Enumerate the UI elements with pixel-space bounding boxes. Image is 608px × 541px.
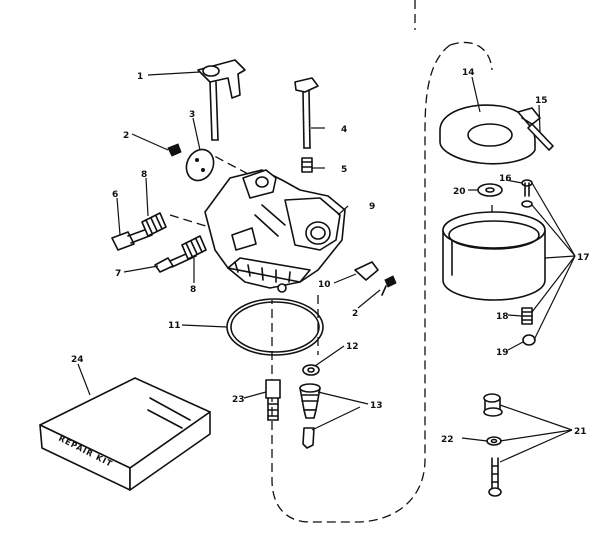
part-1-throttle-shaft [197, 59, 246, 141]
callout-16: 16 [499, 174, 512, 184]
callout-20: 20 [453, 187, 466, 197]
part-14-float [439, 104, 541, 165]
callout-24: 24 [71, 355, 84, 365]
part-12-washer [302, 364, 320, 376]
callout-19: 19 [496, 348, 509, 358]
callout-9: 9 [369, 202, 375, 212]
callout-15: 15 [535, 96, 548, 106]
part-11-gasket [226, 298, 324, 356]
callout-23: 23 [232, 395, 245, 405]
part-23-nozzle [265, 379, 281, 421]
part-2-screw-right [381, 275, 397, 296]
part-10-choke-plate [354, 261, 379, 281]
callout-22: 22 [441, 435, 454, 445]
callout-7: 7 [115, 269, 121, 279]
callout-1: 1 [137, 72, 143, 82]
callout-4: 4 [341, 125, 347, 135]
callout-17: 17 [577, 253, 590, 263]
callout-21: 21 [574, 427, 587, 437]
callout-2: 2 [123, 131, 129, 141]
part-15-float-pin [527, 123, 554, 151]
callout-6: 6 [112, 190, 118, 200]
callout-18: 18 [496, 312, 509, 322]
part-21-bowl-nut-screw [483, 393, 503, 497]
part-19-gasket [522, 334, 536, 346]
part-18-spring [521, 307, 533, 325]
part-17-float-bowl [442, 211, 546, 301]
part-24-repair-kit: REPAIR KIT [39, 377, 211, 491]
callout-11: 11 [168, 321, 181, 331]
callout-12: 12 [346, 342, 359, 352]
callout-13: 13 [370, 401, 383, 411]
callout-10: 10 [318, 280, 331, 290]
callout-8-lower: 8 [190, 285, 196, 295]
part-5-spring [301, 157, 313, 173]
part-20-washer [477, 183, 503, 197]
part-9-carburetor-body [204, 169, 346, 293]
callout-8-upper: 8 [141, 170, 147, 180]
part-13-inlet-valve [299, 383, 321, 449]
leader-lines [77, 71, 576, 463]
callout-numbers: 1 2 3 4 5 6 8 9 7 8 10 2 11 12 13 23 24 … [71, 68, 590, 445]
part-4-choke-shaft [294, 77, 319, 149]
part-8-springs [141, 212, 207, 260]
callout-3: 3 [189, 110, 195, 120]
callout-2-right: 2 [352, 309, 358, 319]
callout-5: 5 [341, 165, 347, 175]
part-3-throttle-plate [185, 148, 215, 182]
part-16-screw [521, 179, 533, 208]
callout-14: 14 [462, 68, 475, 78]
part-2-screw-left [167, 143, 182, 157]
